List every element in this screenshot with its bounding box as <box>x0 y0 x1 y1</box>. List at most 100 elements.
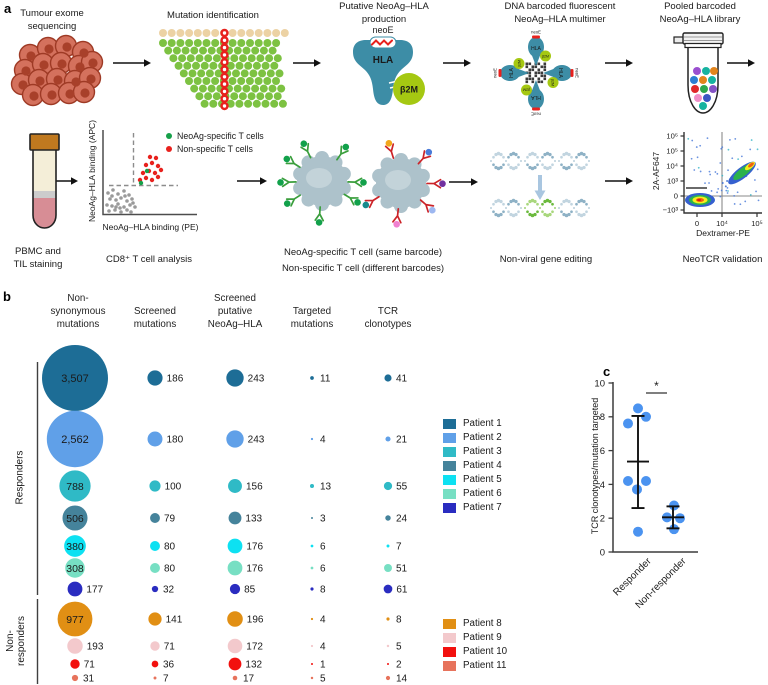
svg-text:4: 4 <box>600 480 605 491</box>
svg-text:85: 85 <box>244 585 256 596</box>
svg-text:100: 100 <box>165 482 182 493</box>
svg-text:4: 4 <box>320 615 326 626</box>
svg-text:11: 11 <box>320 374 331 385</box>
legend-label: Patient 1 <box>463 418 502 429</box>
svg-text:2: 2 <box>396 660 402 671</box>
tumour-icon <box>10 34 104 107</box>
svg-text:21: 21 <box>396 435 408 446</box>
svg-text:177: 177 <box>86 585 103 596</box>
legend-label: Patient 2 <box>463 432 502 443</box>
patient-legend-responders: Patient 1 Patient 2 Patient 3 Patient 4 Pati… <box>443 419 502 513</box>
svg-text:4: 4 <box>320 642 326 653</box>
legend-swatch <box>443 503 456 513</box>
pbmc-caption: PBMC and TIL staining <box>13 246 63 270</box>
panel-b-label: b <box>3 289 11 304</box>
legend-label: Patient 7 <box>463 502 502 513</box>
legend-label: Patient 5 <box>463 474 502 485</box>
cd8-flow-plot <box>102 130 197 216</box>
step2-title: Mutation identification <box>167 10 259 21</box>
svg-text:*: * <box>654 379 659 393</box>
svg-text:β2M: β2M <box>542 55 549 59</box>
legend-dot-icon <box>166 132 172 139</box>
svg-text:neoE: neoE <box>372 25 393 35</box>
mutation-matrix-icon <box>159 28 289 111</box>
tcell-captions: NeoAg-specific T cell (same barcode) Non… <box>281 247 445 274</box>
legend-item-patient-3: Patient 3 <box>443 447 502 457</box>
svg-text:2: 2 <box>600 514 605 525</box>
svg-text:HLA: HLA <box>530 94 540 100</box>
col-header-nonsynonymous: Non- synonymous mutations <box>50 293 106 330</box>
legend-label: Patient 6 <box>463 488 502 499</box>
svg-text:243: 243 <box>248 374 265 385</box>
neotcr-xlabel: Dextramer-PE <box>696 228 750 238</box>
legend-item-patient-4: Patient 4 <box>443 461 502 471</box>
svg-text:186: 186 <box>167 374 184 385</box>
svg-text:7: 7 <box>396 542 402 553</box>
scatter-ylabel: TCR clonotypes/mutation targeted <box>590 397 600 535</box>
svg-text:−10³: −10³ <box>663 206 679 215</box>
svg-text:176: 176 <box>246 542 263 553</box>
panel-c-label: c <box>603 364 611 379</box>
legend-item-patient-9: Patient 9 <box>443 633 507 643</box>
svg-text:0: 0 <box>695 219 699 228</box>
svg-text:4: 4 <box>320 435 326 446</box>
svg-text:24: 24 <box>396 514 408 525</box>
svg-text:β2M: β2M <box>518 60 522 67</box>
non-responders-group-label: Non- responders <box>5 615 27 667</box>
legend-swatch <box>443 633 456 643</box>
svg-text:HLA: HLA <box>557 68 563 78</box>
svg-text:196: 196 <box>247 615 264 626</box>
svg-text:193: 193 <box>87 642 104 653</box>
svg-text:0: 0 <box>600 547 605 558</box>
legend-label: Patient 4 <box>463 460 502 471</box>
svg-text:156: 156 <box>246 482 263 493</box>
legend-swatch <box>443 433 456 443</box>
svg-text:8: 8 <box>320 585 326 596</box>
legend-swatch <box>443 461 456 471</box>
svg-text:55: 55 <box>396 482 408 493</box>
svg-text:neoE: neoE <box>493 68 498 78</box>
cd8-legend-item: Non-specific T cells <box>166 142 264 155</box>
svg-text:506: 506 <box>66 513 84 525</box>
svg-text:977: 977 <box>66 614 84 626</box>
legend-item-patient-11: Patient 11 <box>443 661 507 671</box>
legend-swatch <box>443 447 456 457</box>
col-header-screened-putative: Screened putative NeoAg–HLA <box>207 293 263 330</box>
svg-text:308: 308 <box>66 563 84 575</box>
step1-title: Tumour exome sequencing <box>20 8 84 32</box>
legend-swatch <box>443 661 456 671</box>
svg-text:neoE: neoE <box>531 112 541 117</box>
svg-text:61: 61 <box>396 585 408 596</box>
svg-text:132: 132 <box>245 660 262 671</box>
svg-text:17: 17 <box>243 674 255 685</box>
svg-text:HLA: HLA <box>531 46 541 52</box>
svg-text:79: 79 <box>164 514 176 525</box>
svg-text:HLA: HLA <box>373 55 394 66</box>
svg-text:3: 3 <box>320 514 326 525</box>
svg-text:1: 1 <box>320 660 326 671</box>
legend-item-patient-1: Patient 1 <box>443 419 502 429</box>
legend-label: Patient 10 <box>463 646 508 657</box>
t-cell-neoag-specific <box>277 140 367 226</box>
svg-text:10⁵: 10⁵ <box>666 147 678 156</box>
col-header-targeted: Targeted mutations <box>290 306 334 330</box>
legend-dot-icon <box>166 145 172 152</box>
cd8-xlabel: NeoAg–HLA binding (PE) <box>102 222 199 232</box>
svg-text:neoE: neoE <box>531 30 541 35</box>
svg-text:5: 5 <box>396 642 402 653</box>
legend-swatch <box>443 475 456 485</box>
svg-text:5: 5 <box>320 674 326 685</box>
panel-a-label: a <box>4 1 12 16</box>
